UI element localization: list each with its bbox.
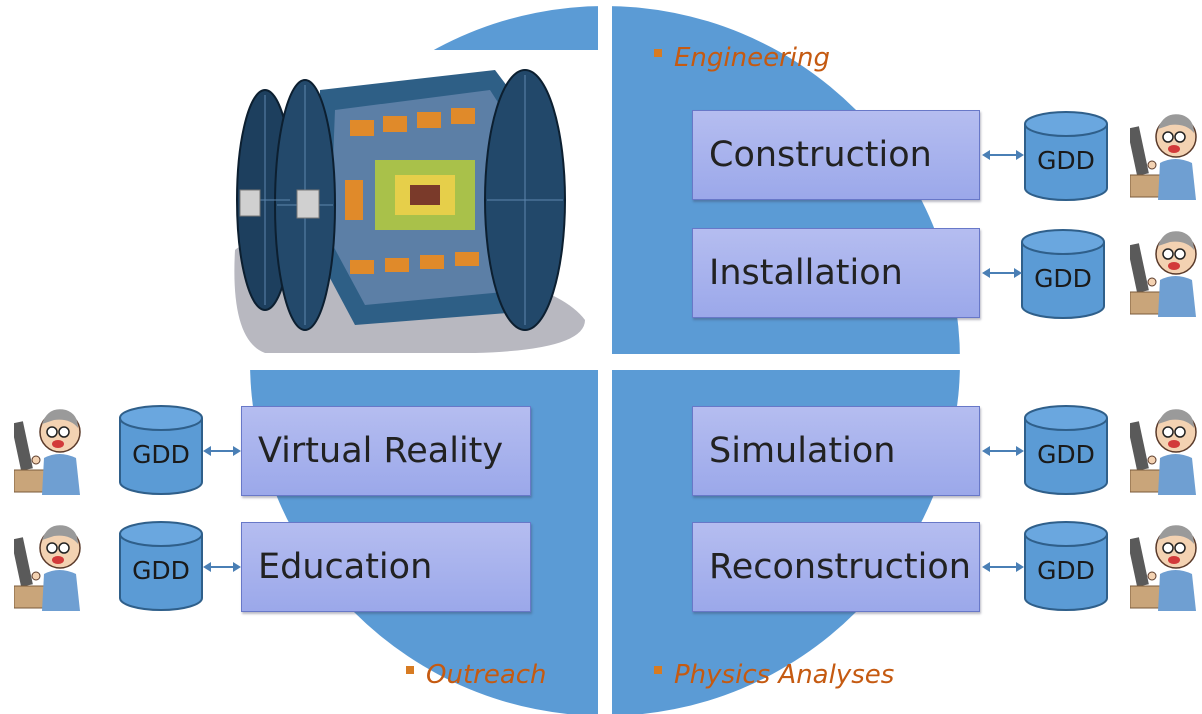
gdd-label: GDD <box>132 440 190 469</box>
double-arrow-icon <box>203 446 241 456</box>
bullet-icon <box>654 48 662 57</box>
gdd-label: GDD <box>1037 146 1095 175</box>
bullet-icon <box>406 665 414 674</box>
person-at-computer-icon <box>14 525 81 611</box>
database-icon: GDD <box>1023 520 1109 612</box>
physics-analyses-label: Physics Analyses <box>654 660 894 690</box>
gdd-label: GDD <box>1037 556 1095 585</box>
outreach-label: Outreach <box>406 660 547 690</box>
reconstruction-box: Reconstruction <box>692 522 980 612</box>
database-icon: GDD <box>1020 228 1106 320</box>
person-at-computer-icon <box>14 409 81 495</box>
education-box: Education <box>241 522 531 612</box>
double-arrow-icon <box>982 446 1024 456</box>
gdd-label: GDD <box>1034 264 1092 293</box>
double-arrow-icon <box>203 562 241 572</box>
person-at-computer-icon <box>1130 114 1197 200</box>
database-icon: GDD <box>118 520 204 612</box>
installation-box: Installation <box>692 228 980 318</box>
engineering-label: Engineering <box>654 43 830 73</box>
person-at-computer-icon <box>1130 231 1197 317</box>
person-at-computer-icon <box>1130 525 1197 611</box>
double-arrow-icon <box>982 150 1024 160</box>
double-arrow-icon <box>982 562 1024 572</box>
database-icon: GDD <box>1023 110 1109 202</box>
database-icon: GDD <box>118 404 204 496</box>
bullet-icon <box>654 665 662 674</box>
database-icon: GDD <box>1023 404 1109 496</box>
construction-box: Construction <box>692 110 980 200</box>
double-arrow-icon <box>982 268 1022 278</box>
simulation-box: Simulation <box>692 406 980 496</box>
detector-image <box>225 50 603 355</box>
gdd-label: GDD <box>132 556 190 585</box>
gdd-label: GDD <box>1037 440 1095 469</box>
virtual-reality-box: Virtual Reality <box>241 406 531 496</box>
person-at-computer-icon <box>1130 409 1197 495</box>
